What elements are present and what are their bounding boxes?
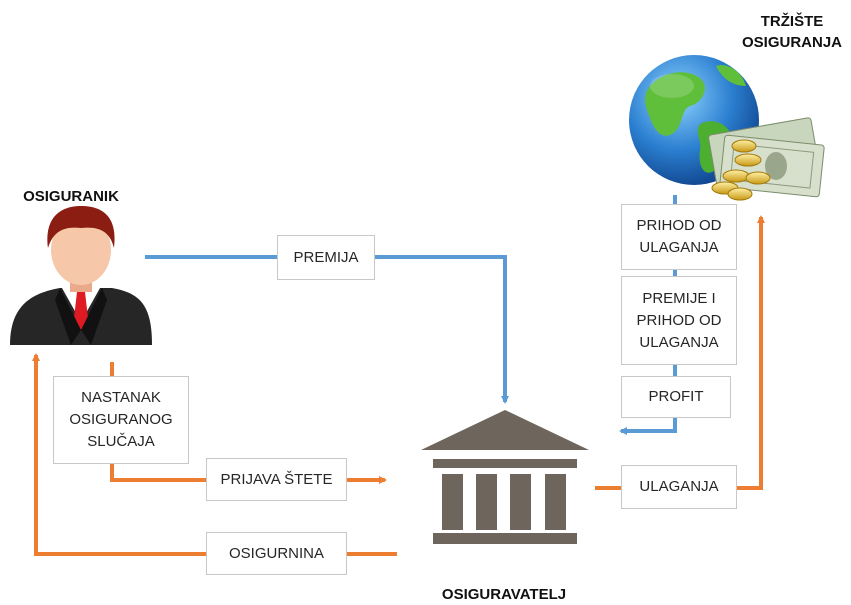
money-icon xyxy=(708,117,825,201)
prihod-od-ulaganja-label: PRIHOD OD ULAGANJA xyxy=(621,204,737,270)
person-icon xyxy=(10,206,152,345)
premije-i-prihod-od-ulaganja-label: PREMIJE I PRIHOD OD ULAGANJA xyxy=(621,276,737,365)
ulaganja-label: ULAGANJA xyxy=(621,465,737,509)
osiguranik-title: OSIGURANIK xyxy=(23,188,119,205)
return-to-insurer-arrow xyxy=(619,195,677,435)
profit-label: PROFIT xyxy=(621,376,731,418)
osigurnina-label: OSIGURNINA xyxy=(206,532,347,575)
premija-arrow xyxy=(145,255,509,404)
trziste-osiguranja-title: TRŽIŠTE OSIGURANJA xyxy=(741,13,842,51)
prijava-stete-label: PRIJAVA ŠTETE xyxy=(206,458,347,501)
nastanak-osiguranog-slucaja-label: NASTANAK OSIGURANOG SLUČAJA xyxy=(53,376,189,464)
bank-icon xyxy=(421,410,589,544)
premija-label: PREMIJA xyxy=(277,235,375,280)
osiguravatelj-title: OSIGURAVATELJ xyxy=(441,586,567,603)
